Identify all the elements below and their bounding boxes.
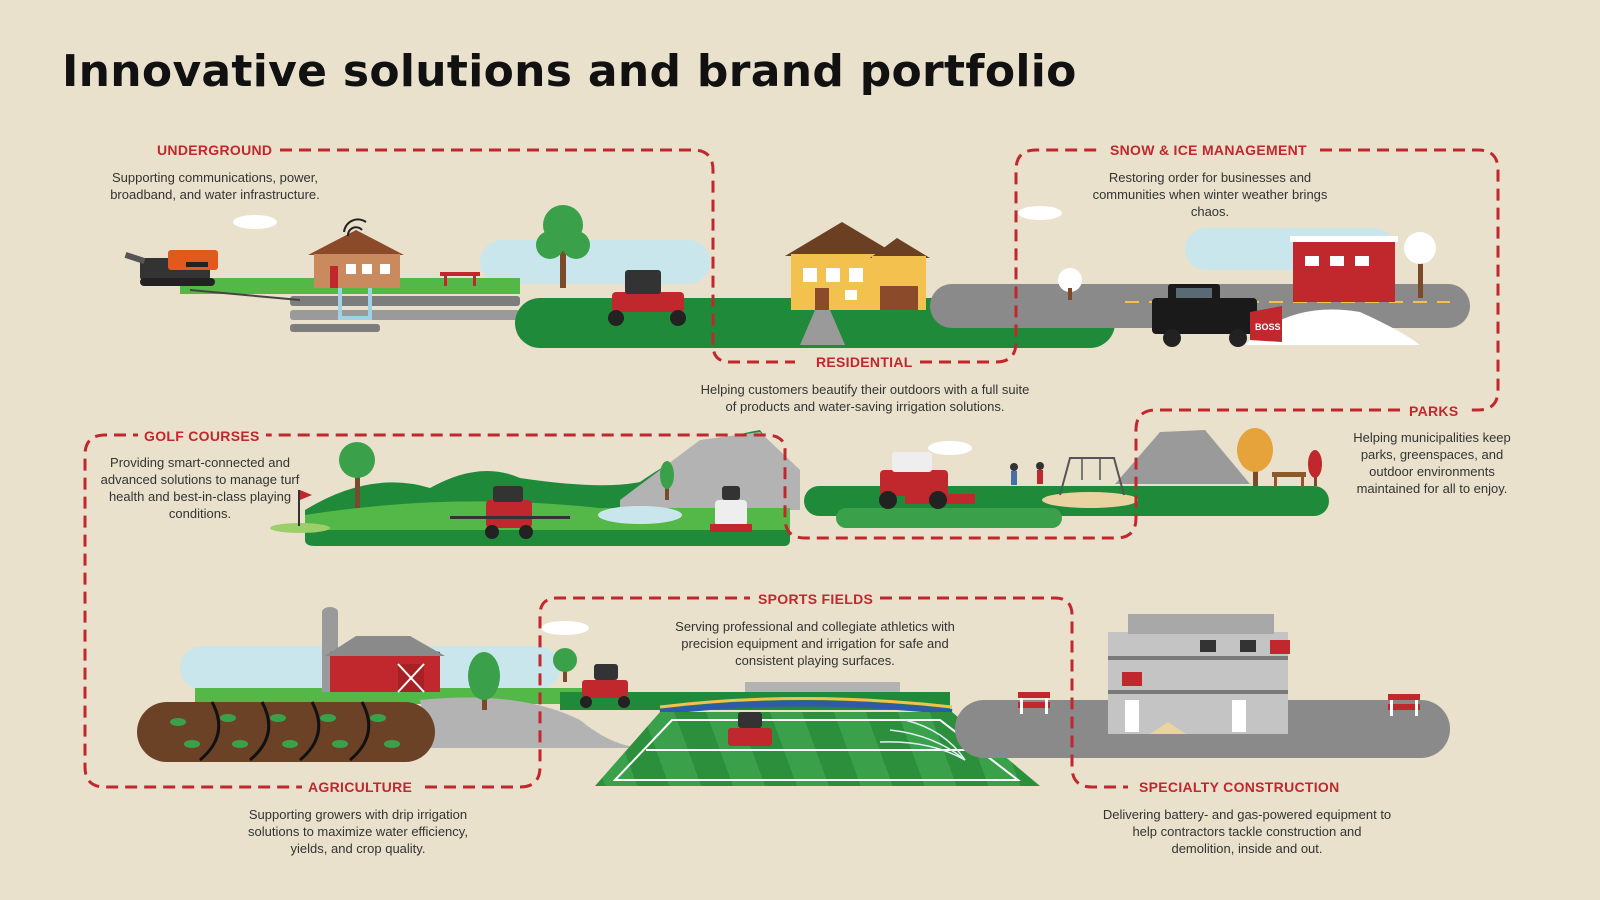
border-golf	[83, 433, 305, 789]
snowplow-truck-icon: BOSS	[1152, 284, 1282, 347]
heading-agriculture: AGRICULTURE	[302, 778, 419, 796]
golf-sprayer-icon	[450, 486, 570, 539]
description-construction: Delivering battery- and gas-powered equi…	[1102, 807, 1392, 856]
border-sports	[880, 596, 1128, 789]
building-icon	[1108, 614, 1288, 734]
plow-label: BOSS	[1255, 322, 1281, 332]
directional-drill-icon	[124, 250, 218, 286]
description-snow: Restoring order for businesses and commu…	[1092, 170, 1328, 219]
zero-turn-mower-icon	[608, 270, 686, 326]
heading-parks: PARKS	[1403, 402, 1465, 420]
heading-snow: SNOW & ICE MANAGEMENT	[1104, 141, 1313, 159]
compact-loader-icon	[1122, 640, 1290, 686]
description-agriculture: Supporting growers with drip irrigation …	[248, 807, 468, 856]
heading-residential: RESIDENTIAL	[810, 353, 919, 371]
description-residential: Helping customers beautify their outdoor…	[700, 382, 1030, 414]
golf-scene	[270, 430, 800, 546]
heading-golf: GOLF COURSES	[138, 427, 266, 445]
heading-construction: SPECIALTY CONSTRUCTION	[1133, 778, 1346, 796]
crop-plants	[170, 714, 400, 748]
snowy-tree-icon	[1058, 232, 1436, 300]
picnic-table-icon	[440, 272, 480, 286]
park-mower-icon	[879, 452, 975, 509]
border-agriculture	[425, 596, 750, 789]
reel-mower-icon	[728, 712, 772, 746]
underground-scene	[124, 206, 1062, 332]
border-underground	[280, 148, 795, 364]
barn-icon	[322, 607, 445, 693]
golf-flag-icon	[298, 490, 312, 526]
tree-icon-golf	[339, 442, 674, 508]
page-title: Innovative solutions and brand portfolio	[62, 46, 1077, 97]
agriculture-scene	[137, 607, 640, 762]
segment-borders	[83, 148, 1500, 789]
road-barrier-icon	[1018, 692, 1420, 716]
description-sports: Serving professional and collegiate athl…	[675, 619, 955, 668]
border-residential	[920, 148, 1102, 364]
snow-scene: BOSS	[930, 228, 1470, 347]
greens-mower-icon	[710, 486, 752, 532]
description-golf: Providing smart-connected and advanced s…	[100, 455, 300, 521]
stadium-field-icon	[595, 682, 1040, 786]
border-parks	[265, 408, 1400, 540]
family-icon	[1010, 462, 1044, 485]
construction-scene	[955, 614, 1450, 758]
description-parks: Helping municipalities keep parks, green…	[1353, 430, 1511, 496]
sprinkler-spray-icon	[879, 719, 966, 761]
bench-icon	[1272, 472, 1306, 487]
description-underground: Supporting communications, power, broadb…	[110, 170, 320, 202]
heading-underground: UNDERGROUND	[151, 141, 279, 159]
drip-irrigation-rows	[199, 701, 371, 762]
heading-sports: SPORTS FIELDS	[752, 590, 880, 608]
autumn-tree-icon	[1237, 428, 1322, 486]
tree-icon	[536, 205, 590, 288]
swing-set-icon	[1059, 457, 1125, 496]
parks-scene	[804, 428, 1329, 528]
tree-icon-farm	[468, 648, 577, 710]
sports-scene	[560, 664, 1040, 786]
red-garage-icon	[1290, 236, 1398, 302]
house-icon	[785, 222, 930, 345]
small-house-icon	[308, 218, 404, 288]
mower-icon-sports	[580, 664, 630, 708]
